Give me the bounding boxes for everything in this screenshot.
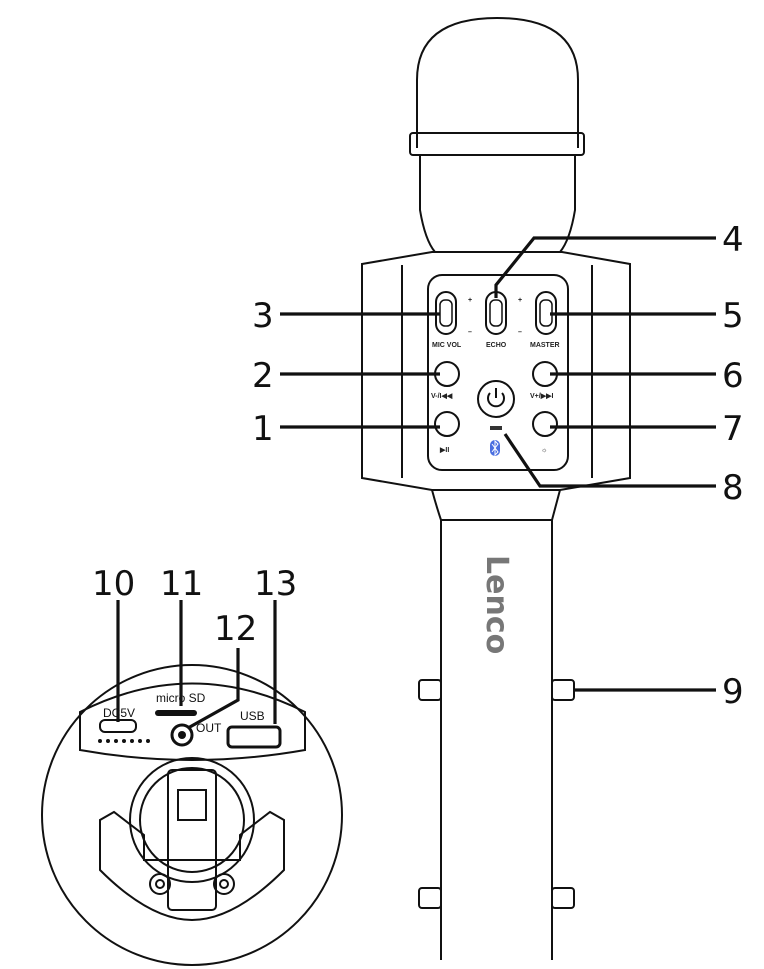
- callout-11: 11: [160, 564, 203, 604]
- bluetooth-icon: [490, 439, 500, 457]
- echo-slider[interactable]: [485, 291, 507, 335]
- callout-2: 2: [252, 356, 274, 396]
- callout-10: 10: [92, 564, 135, 604]
- power-button[interactable]: [477, 380, 515, 418]
- microphone-handle: [431, 489, 561, 960]
- callout-6: 6: [722, 356, 744, 396]
- led-dots: [98, 739, 150, 743]
- callout-9: 9: [722, 672, 744, 712]
- echo-label: ECHO: [486, 342, 507, 349]
- master-label: MASTER: [530, 342, 560, 349]
- prev-label: V-/I◀◀: [431, 393, 453, 400]
- bottom-view: [41, 664, 343, 966]
- echo-minus-label: –: [468, 329, 472, 336]
- mode-indicator: [490, 426, 502, 430]
- usb-port[interactable]: [226, 725, 282, 749]
- echo-plus-label: +: [468, 297, 472, 304]
- master-minus-label: –: [518, 329, 522, 336]
- callout-13: 13: [254, 564, 297, 604]
- master-plus-label: +: [518, 297, 522, 304]
- callout-5: 5: [722, 296, 744, 336]
- audio-out-jack[interactable]: [170, 723, 194, 747]
- light-label: ☼: [541, 447, 547, 454]
- callout-8: 8: [722, 468, 744, 508]
- callout-12: 12: [214, 609, 257, 649]
- callout-4: 4: [722, 220, 744, 260]
- callout-3: 3: [252, 296, 274, 336]
- out-label: OUT: [196, 721, 222, 735]
- power-icon: [487, 388, 505, 408]
- mic-vol-label: MIC VOL: [432, 342, 462, 349]
- microphone-head: [409, 16, 585, 253]
- light-button[interactable]: [532, 411, 558, 437]
- usb-label: USB: [240, 709, 265, 723]
- next-label: V+/▶▶I: [530, 393, 553, 400]
- leader-lines: [116, 236, 716, 730]
- audio-out-jack-center: [178, 731, 186, 739]
- play-pause-label: ▶II: [439, 447, 449, 454]
- handle-nubs: [418, 679, 575, 909]
- play-pause-button[interactable]: [434, 411, 460, 437]
- brand-logo: Lenco: [479, 555, 514, 654]
- callout-1: 1: [252, 409, 274, 449]
- micro-sd-slot[interactable]: [155, 710, 197, 716]
- callout-7: 7: [722, 409, 744, 449]
